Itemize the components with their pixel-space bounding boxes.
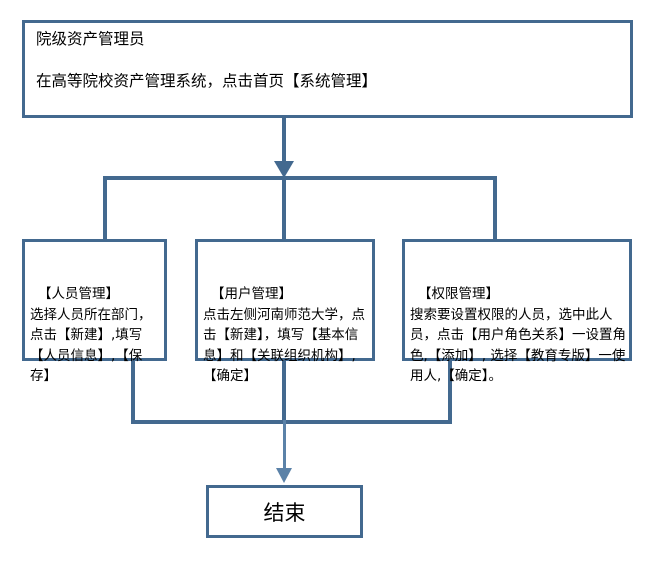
connector-rise-user — [282, 359, 286, 424]
connector-rise-permission — [448, 359, 452, 424]
connector-drop-permission — [493, 176, 497, 241]
branch-node-permission — [402, 239, 632, 361]
connector-rise-personnel — [131, 359, 135, 424]
arrow-down-icon — [274, 161, 294, 178]
arrow-down-end-icon — [276, 468, 292, 483]
connector-distribute-bar — [103, 176, 497, 180]
branch-user-heading: 【用户管理】 — [211, 286, 292, 302]
connector-drop-personnel — [103, 176, 107, 241]
connector-start-stem — [282, 118, 286, 165]
end-node-label: 结束 — [263, 500, 306, 525]
branch-personnel-body: 选择人员所在部门，点击【新建】,填写【人员信息】,【保存】 — [30, 306, 152, 385]
start-node-box — [22, 20, 633, 118]
connector-merge-bar — [131, 420, 452, 424]
end-node-box — [206, 485, 363, 538]
branch-personnel-text: 【人员管理】选择人员所在部门，点击【新建】,填写【人员信息】,【保存】 — [30, 243, 163, 407]
branch-user-body: 点击左侧河南师范大学，点击【新建】，填写【基本信息】和【关联组织机构】,【确定】 — [203, 306, 365, 385]
start-node-instruction: 在高等院校资产管理系统，点击首页【系统管理】 — [36, 72, 378, 90]
connector-drop-user — [282, 176, 286, 241]
start-node-role-label: 院级资产管理员 — [36, 30, 145, 48]
connector-end-stem — [283, 420, 286, 472]
branch-personnel-heading: 【人员管理】 — [38, 286, 119, 302]
branch-node-personnel — [22, 239, 167, 361]
branch-node-user — [195, 239, 375, 361]
branch-user-text: 【用户管理】点击左侧河南师范大学，点击【新建】，填写【基本信息】和【关联组织机构… — [203, 243, 373, 407]
branch-permission-text: 【权限管理】搜索要设置权限的人员，选中此人员，点击【用户角色关系】一设置角色,【… — [410, 243, 632, 407]
branch-permission-heading: 【权限管理】 — [418, 286, 499, 302]
branch-permission-body: 搜索要设置权限的人员，选中此人员，点击【用户角色关系】一设置角色,【添加】, 选… — [410, 306, 626, 385]
